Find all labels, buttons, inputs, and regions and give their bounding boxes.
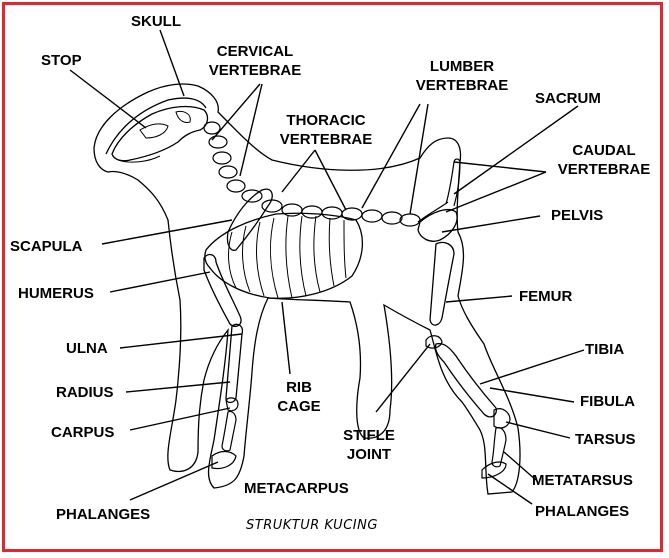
- hind-phalanges-bone: [481, 461, 507, 479]
- label-femur: FEMUR: [519, 288, 573, 305]
- skull-detail: [117, 111, 191, 163]
- label-thoracic-vertebrae: THORACIC VERTEBRAE: [270, 111, 382, 149]
- diagram-caption: STRUKTUR KUCING: [246, 518, 378, 533]
- label-cervical-line1: CERVICAL: [216, 43, 294, 60]
- label-stifle-line2: JOINT: [346, 446, 392, 463]
- label-tibia: TIBIA: [585, 341, 625, 358]
- body-outline: [93, 83, 521, 495]
- label-cervical-line2: VERTEBRAE: [208, 62, 302, 79]
- label-rib-cage: RIB CAGE: [266, 378, 332, 416]
- label-lumber-line2: VERTEBRAE: [415, 77, 509, 94]
- label-stifle-joint: STIFLE JOINT: [334, 426, 404, 464]
- label-caudal-line1: CAUDAL: [572, 142, 636, 159]
- label-phalanges-front: PHALANGES: [56, 506, 151, 523]
- scapula-bone: [226, 188, 273, 251]
- stifle-bone: [425, 335, 443, 349]
- label-carpus: CARPUS: [51, 424, 115, 441]
- label-scapula: SCAPULA: [10, 238, 83, 255]
- label-metacarpus: METACARPUS: [244, 480, 349, 497]
- vertebral-column: [203, 121, 449, 227]
- tibia-fibula-bone: [434, 342, 497, 418]
- humerus-bone: [203, 253, 242, 328]
- label-caudal-line2: VERTEBRAE: [557, 161, 651, 178]
- label-metatarsus: METATARSUS: [532, 472, 633, 489]
- label-sacrum: SACRUM: [535, 90, 601, 107]
- skull-bone: [111, 105, 209, 162]
- rib-cage-bone: [204, 212, 363, 299]
- label-cervical-vertebrae: CERVICAL VERTEBRAE: [200, 42, 310, 80]
- label-skull: SKULL: [131, 13, 181, 30]
- femur-bone: [429, 241, 455, 326]
- label-ulna: ULNA: [66, 340, 108, 357]
- label-rib-cage-line1: RIB: [286, 379, 312, 396]
- label-stop: STOP: [41, 52, 82, 69]
- label-thoracic-line1: THORACIC: [286, 112, 366, 129]
- leader-lines: [69, 29, 585, 505]
- metatarsus-bone: [491, 427, 507, 468]
- tail-vertebrae: [445, 158, 461, 207]
- radius-ulna-bone: [225, 323, 244, 404]
- red-border-frame: [2, 2, 663, 552]
- metacarpus-bone: [221, 410, 237, 452]
- carpus-bone: [225, 397, 239, 412]
- label-radius: RADIUS: [56, 384, 114, 401]
- label-stifle-line1: STIFLE: [343, 427, 395, 444]
- label-lumber-line1: LUMBER: [429, 58, 495, 75]
- head-outline: [105, 97, 207, 155]
- pelvis-bone: [417, 208, 458, 242]
- label-lumber-vertebrae: LUMBER VERTEBRAE: [404, 57, 520, 95]
- label-caudal-vertebrae: CAUDAL VERTEBRAE: [547, 141, 661, 179]
- label-thoracic-line2: VERTEBRAE: [279, 131, 373, 148]
- label-phalanges-hind: PHALANGES: [535, 503, 630, 520]
- label-humerus: HUMERUS: [18, 285, 94, 302]
- ribs: [228, 215, 347, 299]
- label-rib-cage-line2: CAGE: [277, 398, 321, 415]
- label-fibula: FIBULA: [580, 393, 635, 410]
- label-pelvis: PELVIS: [551, 207, 604, 224]
- label-tarsus: TARSUS: [575, 431, 636, 448]
- front-phalanges-bone: [211, 450, 237, 470]
